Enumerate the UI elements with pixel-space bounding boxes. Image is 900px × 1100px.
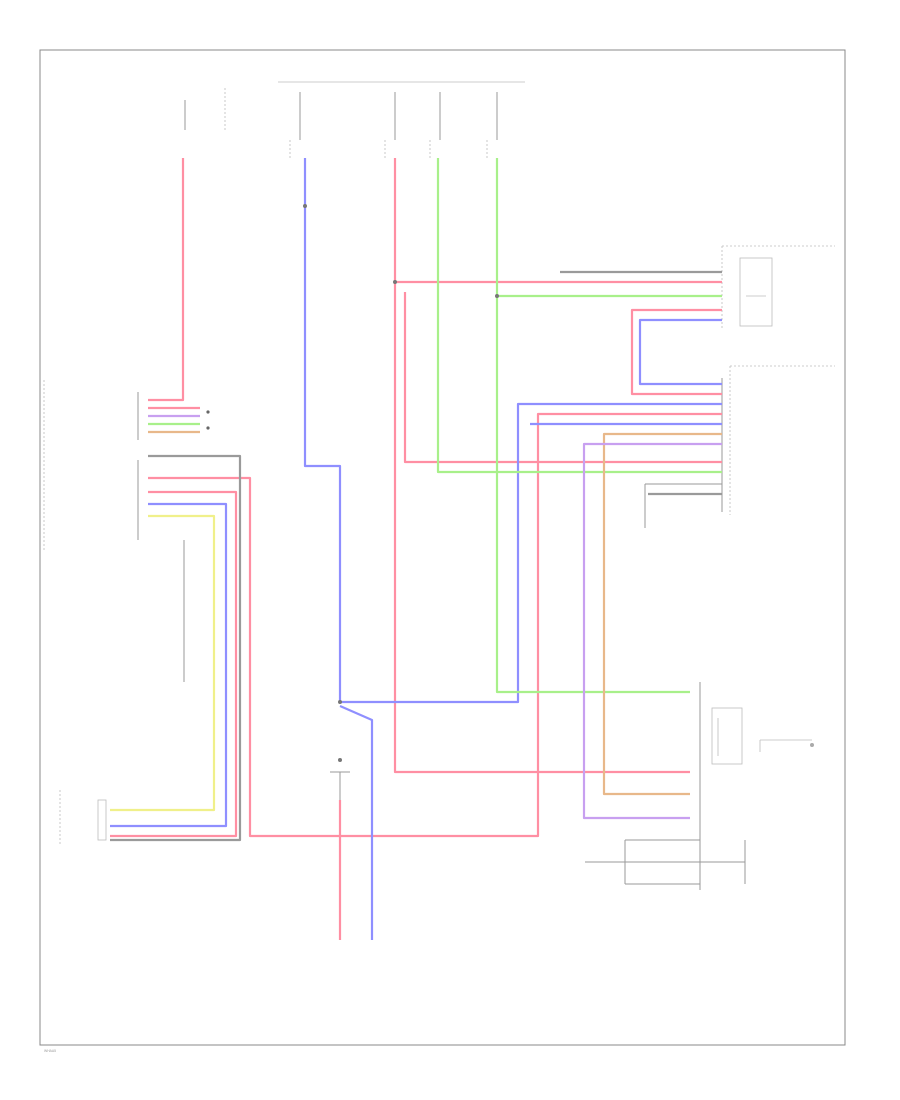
wire-red-center — [393, 158, 690, 774]
wire-blue-center — [303, 158, 722, 704]
ground-network — [585, 483, 746, 885]
left-connector-stubs — [148, 406, 210, 434]
wire-blue-loop-top — [638, 318, 722, 386]
splice-points — [303, 204, 499, 762]
wire-yellow — [110, 514, 216, 812]
wire-green-1 — [436, 158, 722, 474]
wire-red-branch — [403, 292, 722, 464]
wire-blue-lower — [339, 704, 374, 940]
tpms-receiver-top — [721, 245, 835, 330]
warning-lamp-module — [699, 682, 814, 890]
connector-right-mid — [721, 365, 835, 515]
wire-green-2 — [495, 158, 690, 694]
wire-blue-left — [110, 502, 228, 828]
center-relay — [330, 771, 350, 800]
wire-red-left-stub — [110, 490, 238, 838]
page-code: WHAA5 — [44, 1049, 56, 1053]
wire-black-left — [110, 454, 242, 842]
wire-red-left — [148, 158, 185, 402]
wire-red-bottom — [148, 412, 722, 838]
fuse-block-top — [184, 81, 525, 160]
diagram-frame — [39, 49, 846, 1046]
wire-orange — [602, 432, 722, 796]
wire-purple — [582, 442, 722, 820]
sensor-bottom-left — [59, 790, 107, 845]
connector-left — [43, 380, 185, 682]
wire-red-right-loop — [630, 308, 722, 396]
